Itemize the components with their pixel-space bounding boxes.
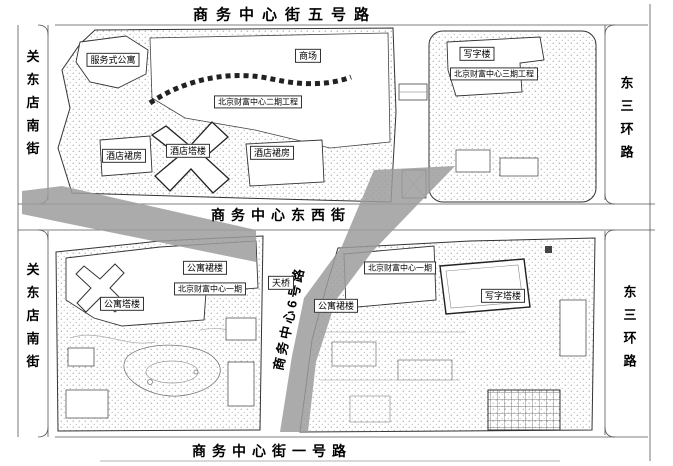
label-hotel-podium-right: 酒店裙房 bbox=[249, 145, 295, 161]
label-hotel-podium-left: 酒店裙房 bbox=[101, 148, 147, 164]
label-phase3-title: 北京财富中心三期工程 bbox=[450, 67, 538, 81]
street-top: 商务中心街五号路 bbox=[192, 6, 378, 24]
street-middle: 商务中心东西街 bbox=[211, 207, 351, 223]
label-office-tower: 写字塔楼 bbox=[480, 288, 526, 304]
label-mall: 商场 bbox=[294, 48, 322, 64]
phase1-west-block bbox=[55, 235, 264, 432]
phase3-block bbox=[428, 30, 597, 203]
label-apartment-podium-east: 公寓裙楼 bbox=[313, 298, 359, 314]
mall-footprint bbox=[149, 32, 391, 149]
street-right-lower: 东三环路 bbox=[621, 285, 637, 377]
label-apartment-tower: 公寓塔楼 bbox=[99, 296, 145, 312]
west-overlay bbox=[22, 186, 256, 262]
office-tower-shape bbox=[439, 258, 531, 315]
street-bottom: 商务中心街一号路 bbox=[192, 443, 352, 459]
street-right-upper: 东三环路 bbox=[618, 76, 634, 168]
label-phase2-title: 北京财富中心二期工程 bbox=[214, 95, 302, 109]
label-phase1-east-title: 北京财富中心一期 bbox=[364, 261, 436, 275]
label-apartment-podium-west: 公寓裙楼 bbox=[182, 260, 228, 276]
skylight-arc bbox=[148, 73, 352, 106]
label-serviced-apartment: 服务式公寓 bbox=[86, 52, 140, 68]
label-phase1-west-title: 北京财富中心一期 bbox=[174, 282, 246, 296]
street-left-lower: 关东店南街 bbox=[24, 262, 40, 378]
street-left-upper: 关东店南街 bbox=[24, 49, 40, 165]
label-bridge: 天桥 bbox=[267, 275, 295, 291]
label-phase3-office: 写字楼 bbox=[459, 46, 495, 62]
label-hotel-tower: 酒店塔楼 bbox=[165, 143, 211, 159]
road-lines bbox=[17, 4, 655, 462]
grid-building bbox=[487, 389, 561, 431]
garden-pond bbox=[123, 344, 221, 397]
